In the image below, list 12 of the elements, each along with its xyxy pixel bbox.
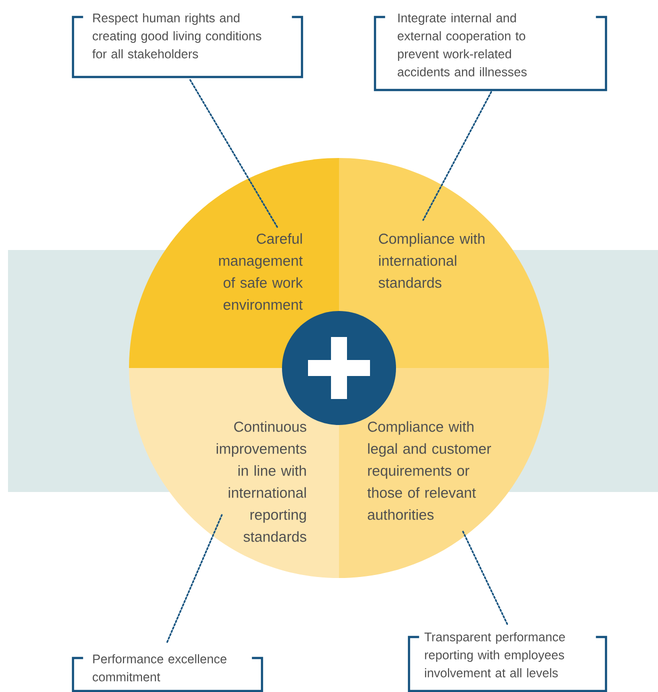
leader-line <box>461 529 508 625</box>
callout-box: Respect human rights and creating good living conditions for all stakeholders <box>72 13 304 78</box>
quadrant-sector: Compliance with legal and customer requirements or those of relevant authorities <box>339 368 549 578</box>
leader-line <box>166 514 223 643</box>
leader-line <box>189 79 279 229</box>
callout-box: Performance excellence commitment <box>72 654 264 692</box>
leader-line <box>422 91 492 221</box>
quadrant-sector: Careful management of safe work environment <box>129 158 339 368</box>
callout-box: Transparent performance reporting with employees involvement at all levels <box>408 632 608 692</box>
quadrant-sector: Compliance with international standards <box>339 158 549 368</box>
callout-box: Integrate internal and external cooperation to prevent work-related accidents and illnesses <box>374 13 608 92</box>
quadrant-sector: Continuous improvements in line with international reporting standards <box>129 368 339 578</box>
